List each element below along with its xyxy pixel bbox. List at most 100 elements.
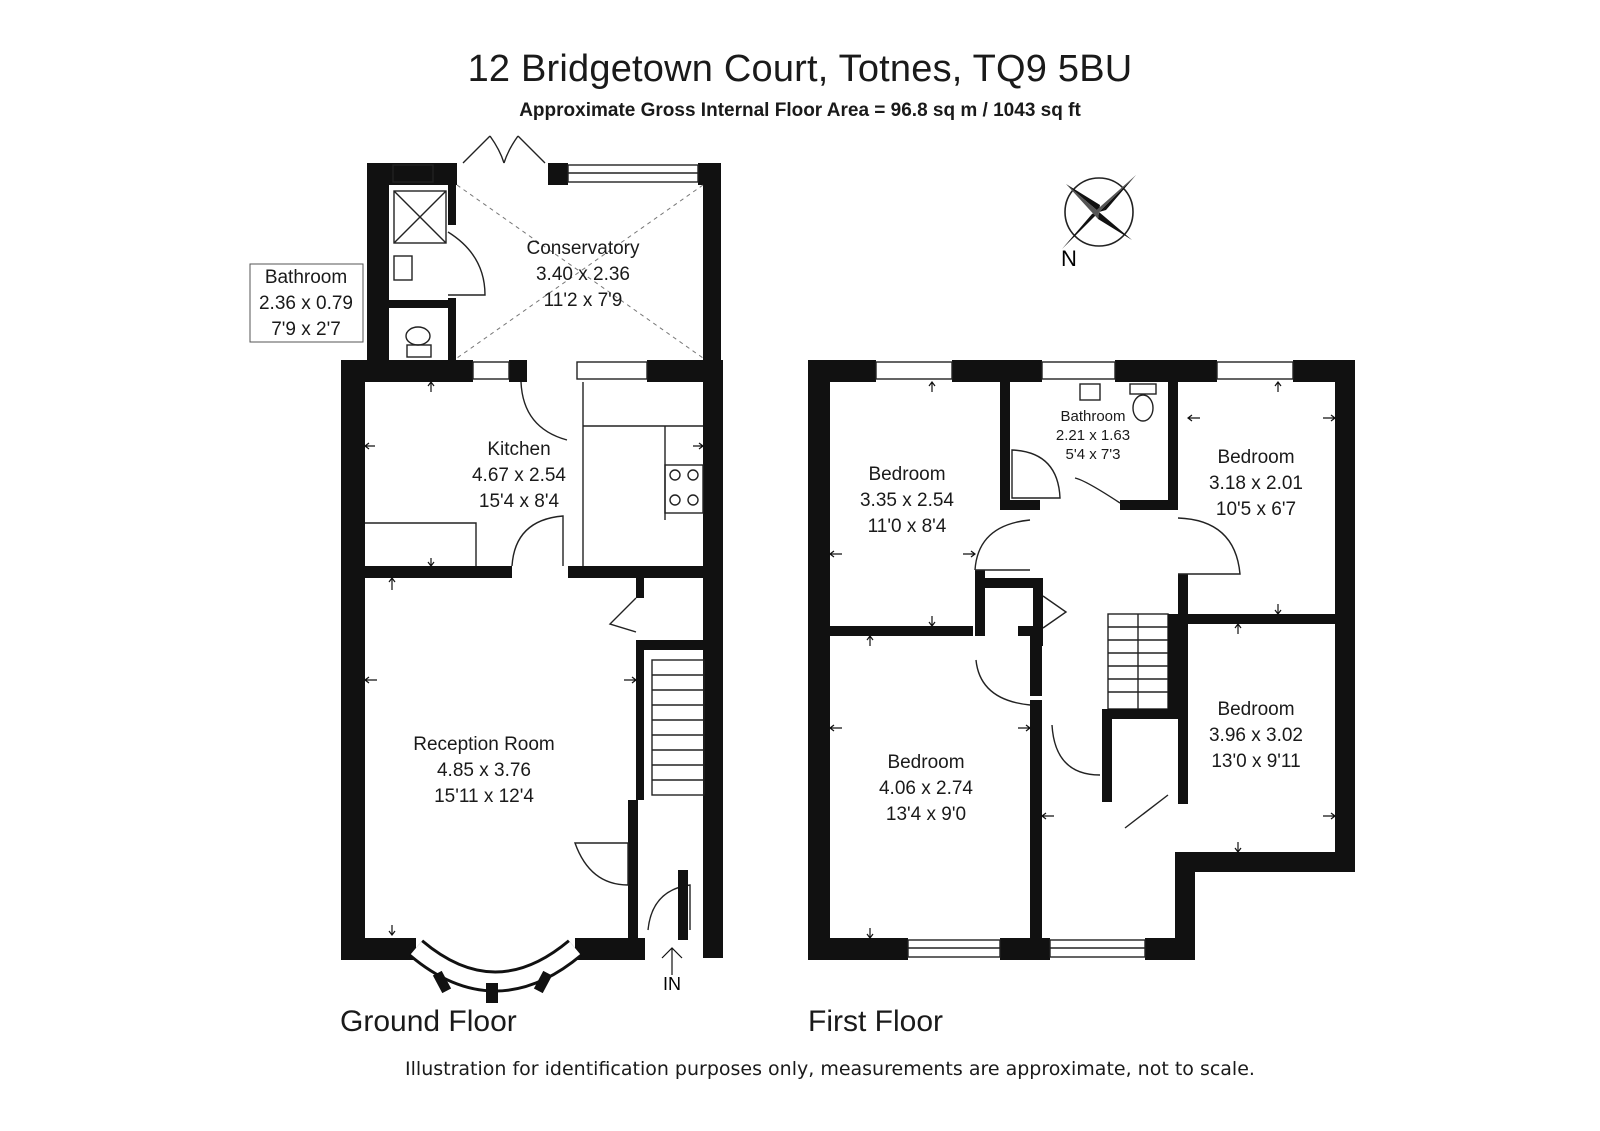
cupboard-door — [608, 597, 637, 633]
label-conservatory: Conservatory 3.40 x 2.36 11'2 x 7'9 — [527, 238, 640, 311]
wall — [548, 163, 568, 185]
svg-text:4.06 x 2.74: 4.06 x 2.74 — [879, 778, 973, 799]
conservatory-doors — [462, 135, 546, 164]
svg-text:10'5 x 6'7: 10'5 x 6'7 — [1216, 499, 1296, 520]
dimension-markers — [364, 381, 1336, 939]
disclaimer: Illustration for identification purposes… — [405, 1058, 1255, 1080]
label-reception-room: Reception Room 4.85 x 3.76 15'11 x 12'4 — [413, 734, 555, 807]
wall — [341, 360, 473, 382]
wall — [636, 640, 706, 650]
wall — [341, 360, 365, 958]
shower-tray-icon — [1011, 449, 1061, 499]
svg-text:Bedroom: Bedroom — [887, 752, 964, 773]
wall — [1120, 500, 1178, 510]
svg-text:13'4 x 9'0: 13'4 x 9'0 — [886, 804, 966, 825]
wall — [509, 360, 527, 382]
front-door-swing — [647, 884, 691, 931]
wall — [830, 626, 973, 636]
wall — [952, 360, 1042, 382]
window — [576, 361, 648, 380]
svg-text:11'0 x 8'4: 11'0 x 8'4 — [868, 516, 947, 537]
page-title: 12 Bridgetown Court, Totnes, TQ9 5BU — [467, 48, 1133, 90]
door-swing — [520, 381, 568, 441]
first-floor-plan — [808, 360, 1355, 960]
wall — [365, 566, 512, 578]
wall — [678, 870, 688, 940]
wall — [568, 566, 703, 578]
label-bathroom-ground: Bathroom 2.36 x 0.79 7'9 x 2'7 — [249, 263, 364, 343]
door-swing — [1074, 477, 1121, 504]
label-bedroom-3: Bedroom 4.06 x 2.74 13'4 x 9'0 — [879, 752, 973, 825]
wall — [1000, 938, 1050, 960]
kitchen-counter — [582, 382, 703, 566]
wall — [636, 578, 644, 598]
wall — [367, 163, 457, 185]
svg-text:Reception Room: Reception Room — [413, 734, 555, 755]
window — [1041, 361, 1116, 380]
wall — [575, 938, 645, 960]
staircase — [651, 659, 705, 796]
wall — [1145, 938, 1195, 960]
svg-text:4.85 x 3.76: 4.85 x 3.76 — [437, 760, 531, 781]
wall — [1115, 360, 1217, 382]
sink-icon — [393, 255, 413, 281]
svg-text:Bathroom: Bathroom — [1060, 408, 1125, 425]
door-swing — [975, 659, 1031, 706]
svg-text:Conservatory: Conservatory — [527, 238, 640, 259]
wall — [808, 938, 908, 960]
kitchen-counter — [365, 522, 477, 566]
svg-text:4.67 x 2.54: 4.67 x 2.54 — [472, 465, 566, 486]
window — [875, 361, 953, 380]
svg-text:Kitchen: Kitchen — [487, 439, 550, 460]
window — [392, 164, 434, 183]
door-swing — [1177, 517, 1241, 575]
wall — [1018, 626, 1034, 636]
svg-text:5'4 x 7'3: 5'4 x 7'3 — [1066, 446, 1121, 463]
entrance-arrow-icon — [661, 947, 683, 975]
wall — [975, 570, 985, 636]
svg-text:2.21 x 1.63: 2.21 x 1.63 — [1056, 427, 1130, 444]
toilet-icon — [1129, 383, 1157, 422]
wall — [1178, 574, 1188, 622]
shower-tray-icon — [393, 190, 447, 244]
wall — [703, 360, 723, 958]
svg-text:11'2 x 7'9: 11'2 x 7'9 — [544, 290, 623, 311]
door-swing — [511, 515, 564, 567]
wall — [1178, 624, 1188, 804]
door-swing — [1051, 724, 1101, 776]
window — [1216, 361, 1294, 380]
label-bedroom-4: Bedroom 3.96 x 3.02 13'0 x 9'11 — [1209, 699, 1303, 772]
wall — [628, 800, 638, 940]
compass-rose-icon — [1062, 175, 1136, 249]
svg-text:Bedroom: Bedroom — [1217, 447, 1294, 468]
svg-text:Bathroom: Bathroom — [265, 267, 347, 288]
wall — [1102, 709, 1178, 719]
label-kitchen: Kitchen 4.67 x 2.54 15'4 x 8'4 — [472, 439, 566, 512]
wall — [808, 360, 830, 958]
staircase — [1107, 613, 1169, 710]
wall — [1030, 636, 1042, 696]
compass-north-label: N — [1061, 246, 1077, 271]
svg-text:15'11 x 12'4: 15'11 x 12'4 — [434, 786, 534, 807]
wall — [341, 938, 416, 960]
wall — [1335, 360, 1355, 870]
wall — [389, 300, 449, 308]
wall — [975, 578, 1035, 588]
label-bedroom-2: Bedroom 3.18 x 2.01 10'5 x 6'7 — [1209, 447, 1303, 520]
floor-area-summary: Approximate Gross Internal Floor Area = … — [519, 100, 1081, 121]
toilet-icon — [405, 326, 432, 358]
label-bathroom-first: Bathroom 2.21 x 1.63 5'4 x 7'3 — [1056, 408, 1130, 463]
svg-text:2.36 x 0.79: 2.36 x 0.79 — [259, 293, 353, 314]
svg-text:15'4 x 8'4: 15'4 x 8'4 — [479, 491, 560, 512]
svg-text:Bedroom: Bedroom — [868, 464, 945, 485]
wall — [808, 360, 876, 382]
svg-text:3.18 x 2.01: 3.18 x 2.01 — [1209, 473, 1303, 494]
door-swing — [974, 519, 1031, 571]
wall — [1168, 380, 1178, 503]
wall — [703, 163, 721, 373]
svg-text:3.96 x 3.02: 3.96 x 3.02 — [1209, 725, 1303, 746]
wall — [647, 360, 721, 382]
wall — [1175, 852, 1195, 958]
cupboard-door — [1124, 794, 1169, 829]
